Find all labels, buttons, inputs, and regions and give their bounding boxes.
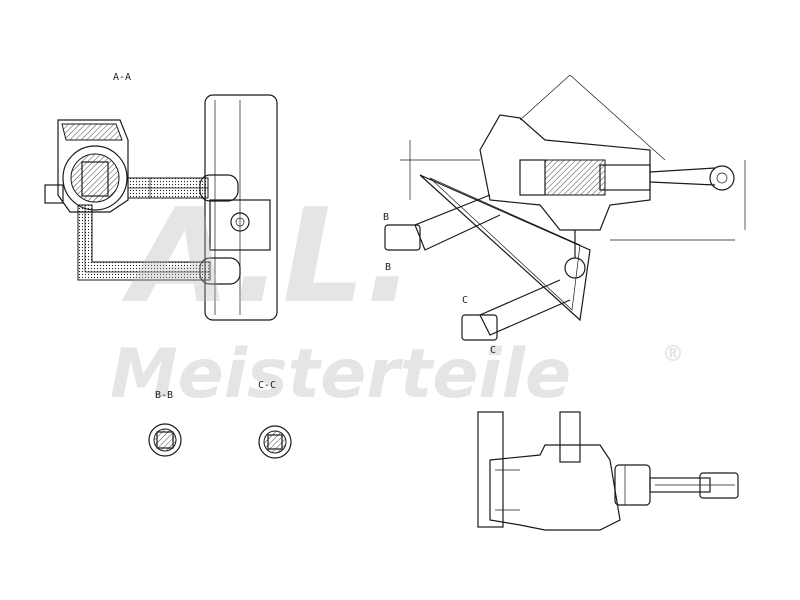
- cut-marker-b-bottom: B: [385, 262, 392, 273]
- watermark-registered-mark: ®: [662, 342, 684, 367]
- side-view: [477, 411, 739, 531]
- section-cc-view: [258, 425, 292, 459]
- cut-marker-c-top: C: [462, 295, 469, 306]
- section-label-aa: A-A: [113, 72, 132, 83]
- cut-marker-b-top: B: [383, 212, 390, 223]
- section-bb-view: [148, 423, 182, 457]
- cut-marker-c-bottom: C: [490, 345, 497, 356]
- section-label-cc: C-C: [258, 380, 277, 391]
- watermark-brand: Meisterteile: [110, 335, 572, 414]
- watermark-logo: A.L.: [130, 180, 415, 332]
- section-aa-view: [44, 94, 278, 321]
- master-cylinder-assembly: [384, 74, 746, 341]
- section-label-bb: B-B: [155, 390, 174, 401]
